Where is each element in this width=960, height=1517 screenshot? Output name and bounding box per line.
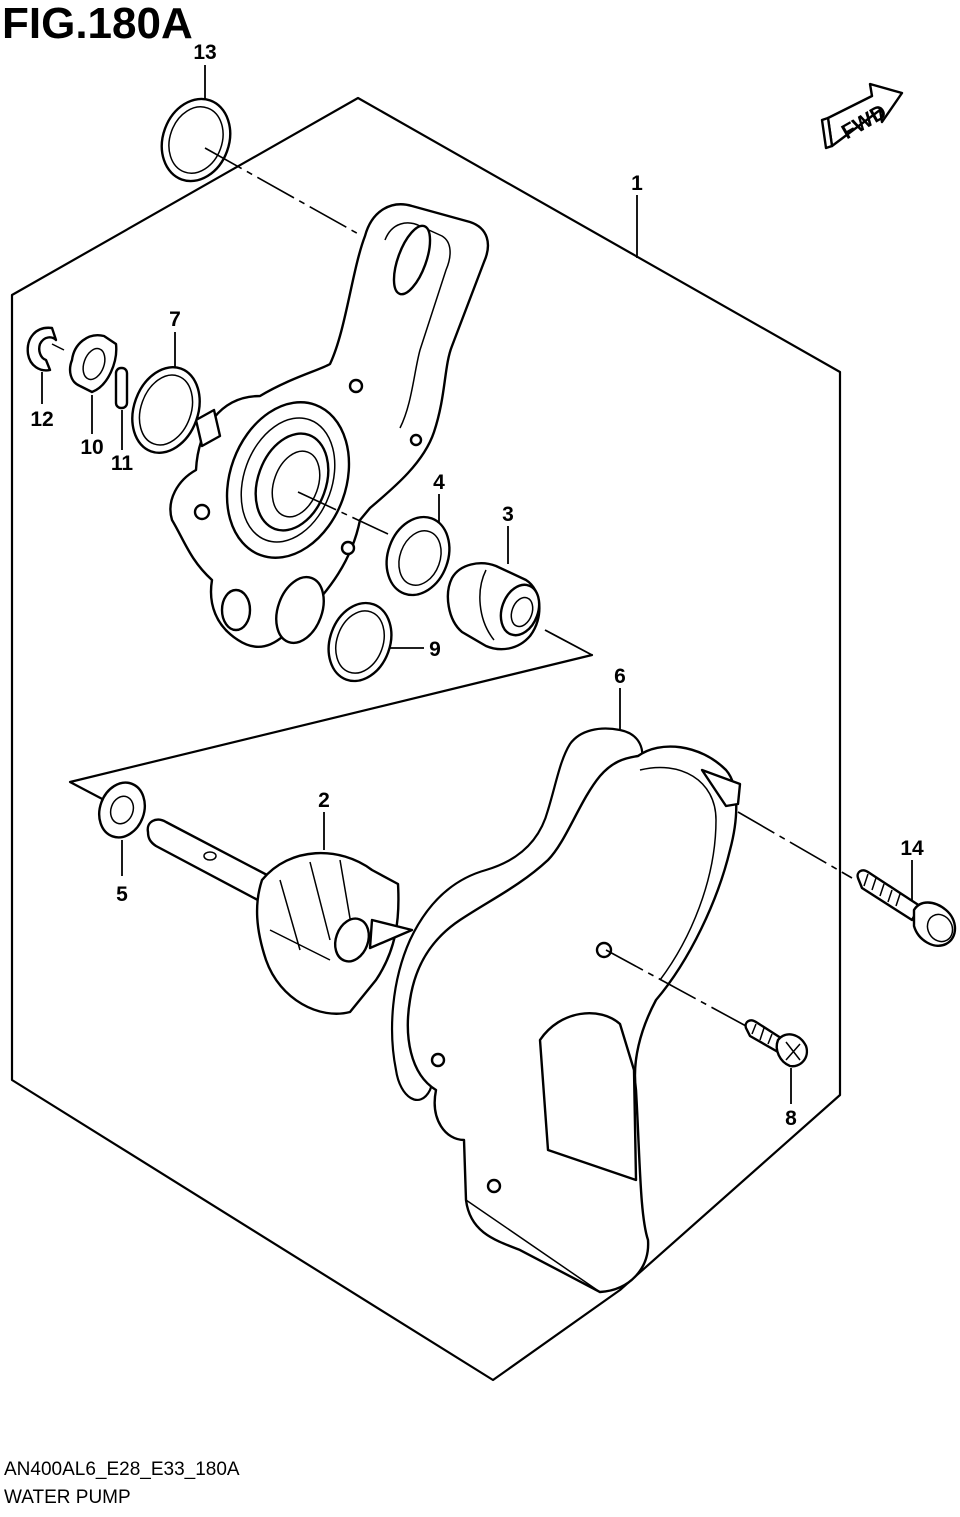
model-code: AN400AL6_E28_E33_180A (4, 1459, 240, 1480)
axis-4 (297, 491, 389, 535)
callout-9: 9 (429, 638, 441, 661)
figure-title: FIG.180A (2, 0, 193, 48)
callout-5: 5 (116, 883, 128, 906)
callout-13: 13 (193, 41, 216, 64)
part-8-screw (744, 1019, 809, 1068)
axis-3 (544, 629, 593, 656)
callout-4: 4 (433, 471, 445, 494)
part-1-pump-case (169, 203, 490, 649)
part-2-impeller-shaft (146, 818, 414, 1015)
callout-3: 3 (502, 503, 514, 526)
assembly-outline (10, 96, 842, 1382)
part-3-mechanical-seal (446, 562, 541, 651)
callout-11: 11 (111, 452, 134, 475)
axis-8 (605, 949, 747, 1027)
part-13-o-ring (160, 97, 232, 183)
part-5-washer (98, 781, 146, 839)
figure-caption: WATER PUMP (4, 1487, 131, 1508)
callout-12: 12 (30, 408, 53, 431)
callout-10: 10 (80, 436, 103, 459)
axis-13 (204, 147, 363, 237)
callout-6: 6 (614, 665, 626, 688)
part-10-bushing (68, 334, 118, 394)
shaft-axis-frame (68, 653, 594, 804)
part-4-seal (385, 515, 451, 597)
callout-14: 14 (900, 837, 924, 860)
axis-14 (737, 811, 853, 879)
part-12-e-clip (26, 326, 65, 372)
callout-1: 1 (631, 172, 643, 195)
callout-7: 7 (169, 308, 181, 331)
callout-2: 2 (318, 789, 330, 812)
fwd-direction-icon: FWD (820, 82, 904, 150)
part-7-o-ring (131, 366, 201, 454)
pump-cover (406, 745, 742, 1294)
part-11-pin (114, 366, 129, 410)
callout-8: 8 (785, 1107, 797, 1130)
part-9-o-ring (327, 601, 393, 683)
part-14-bolt (856, 869, 957, 947)
